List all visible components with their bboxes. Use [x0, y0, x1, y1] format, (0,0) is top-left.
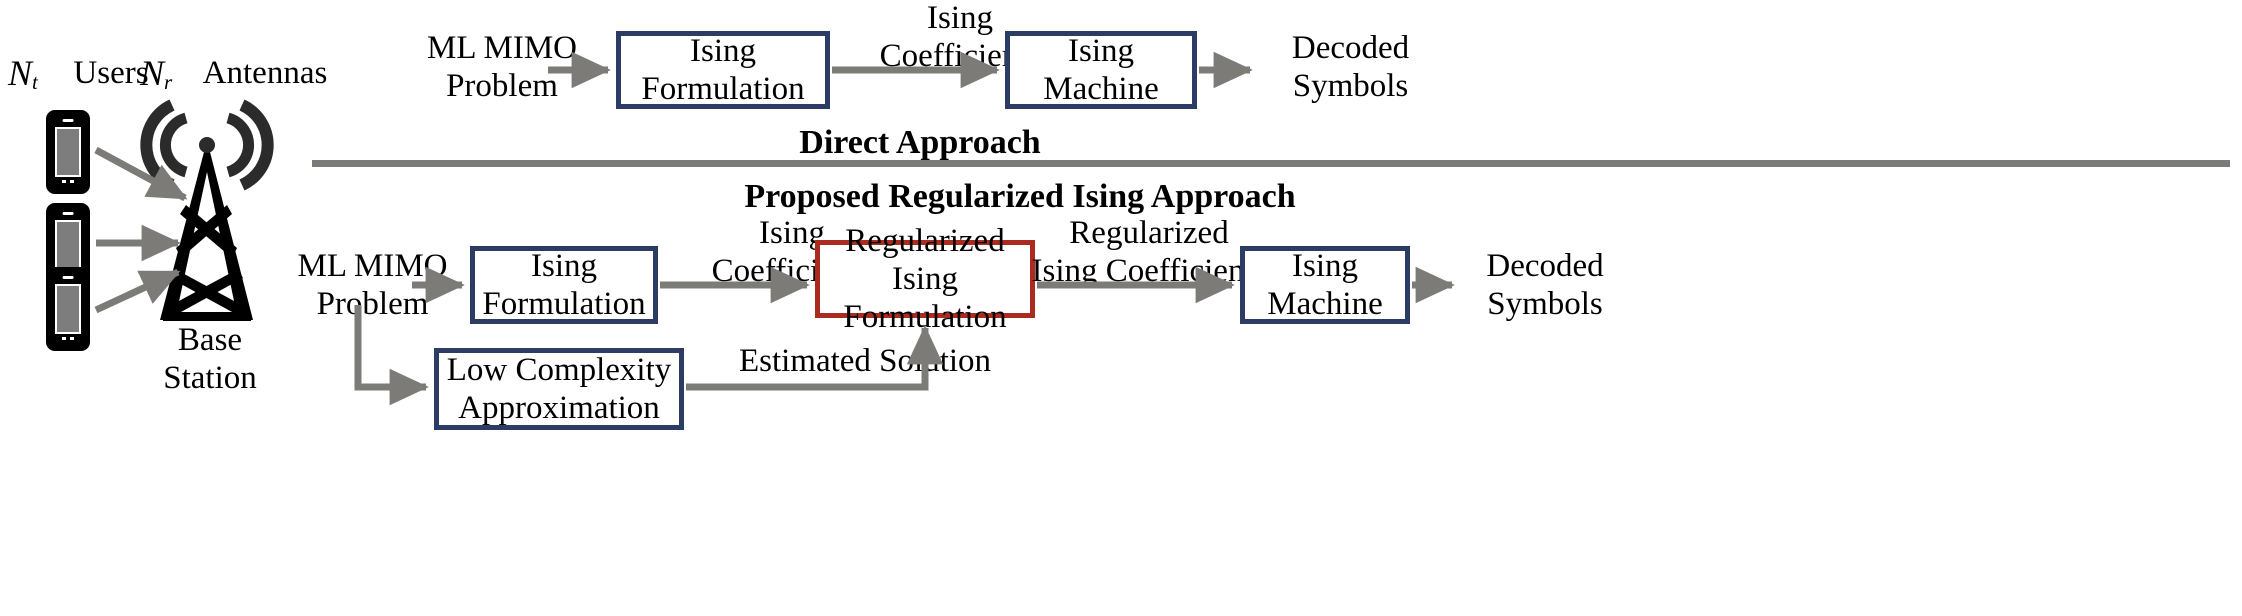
edge-label-estimated-solution: Estimated Solution: [738, 343, 992, 379]
phone-screen: [55, 127, 81, 177]
label-nt-variable: Nt: [8, 53, 38, 94]
node-low-complexity-approximation[interactable]: Low Complexity Approximation: [434, 348, 684, 430]
node-decoded-symbols-2: Decoded Symbols: [1486, 248, 1604, 322]
heading-proposed-regularized-ising-approach: Proposed Regularized Ising Approach: [744, 178, 1296, 215]
node-decoded-symbols: Decoded Symbols: [1291, 30, 1410, 104]
phone-screen: [55, 220, 81, 270]
heading-direct-approach: Direct Approach: [799, 124, 1041, 161]
phone-screen: [55, 284, 81, 334]
node-ising-machine[interactable]: Ising Machine: [1005, 31, 1197, 109]
node-ising-formulation-2[interactable]: Ising Formulation: [470, 246, 658, 324]
label-nr-variable: Nr: [140, 53, 173, 94]
phone-speaker-icon: [62, 212, 74, 215]
uplink-arrow-1: [94, 146, 188, 202]
phone-button-icon: [61, 180, 75, 186]
user-phone-1: [46, 110, 90, 194]
uplink-arrow-3: [94, 268, 181, 314]
user-phone-3: [46, 267, 90, 351]
user-phone-2: [46, 203, 90, 287]
base-station-tower-icon: [140, 99, 274, 321]
node-ising-machine-2[interactable]: Ising Machine: [1240, 246, 1410, 324]
node-regularized-ising-formulation[interactable]: Regularized Ising Formulation: [815, 223, 1035, 335]
node-ml-mimo-problem-2: ML MIMO Problem: [297, 248, 448, 322]
phone-button-icon: [61, 337, 75, 343]
label-users: Users: [73, 55, 149, 91]
phone-speaker-icon: [62, 276, 74, 279]
section-divider: [312, 160, 2230, 167]
node-ising-formulation[interactable]: Ising Formulation: [616, 31, 830, 109]
phone-speaker-icon: [62, 119, 74, 122]
label-antennas: Antennas: [202, 55, 328, 91]
base-station-label: Base Station: [163, 322, 257, 396]
node-ml-mimo-problem: ML MIMO Problem: [426, 30, 578, 104]
